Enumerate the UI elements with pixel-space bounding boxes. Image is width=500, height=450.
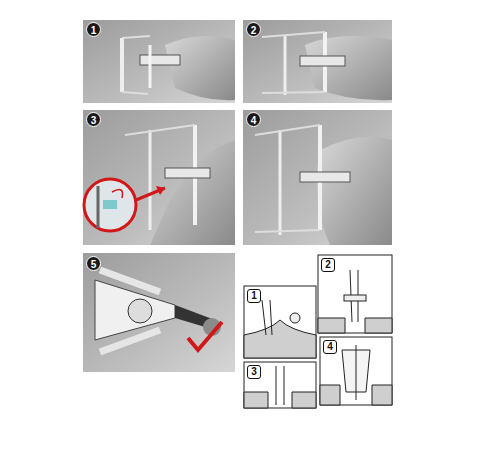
photo-panel	[83, 20, 235, 103]
photo-panel	[83, 253, 235, 372]
step-number: 4	[323, 340, 337, 354]
step-number: 3	[86, 112, 101, 127]
photo-panel	[243, 20, 392, 103]
step-number: 2	[246, 22, 261, 37]
photo-panel	[83, 110, 235, 245]
step-number: 5	[86, 256, 101, 271]
photo-panel	[243, 110, 392, 245]
line-drawing-panel	[244, 255, 392, 408]
step-number: 4	[246, 112, 261, 127]
step-number: 3	[247, 365, 261, 379]
step-number: 1	[86, 22, 101, 37]
step-number: 2	[321, 258, 335, 272]
step-number: 1	[247, 289, 261, 303]
